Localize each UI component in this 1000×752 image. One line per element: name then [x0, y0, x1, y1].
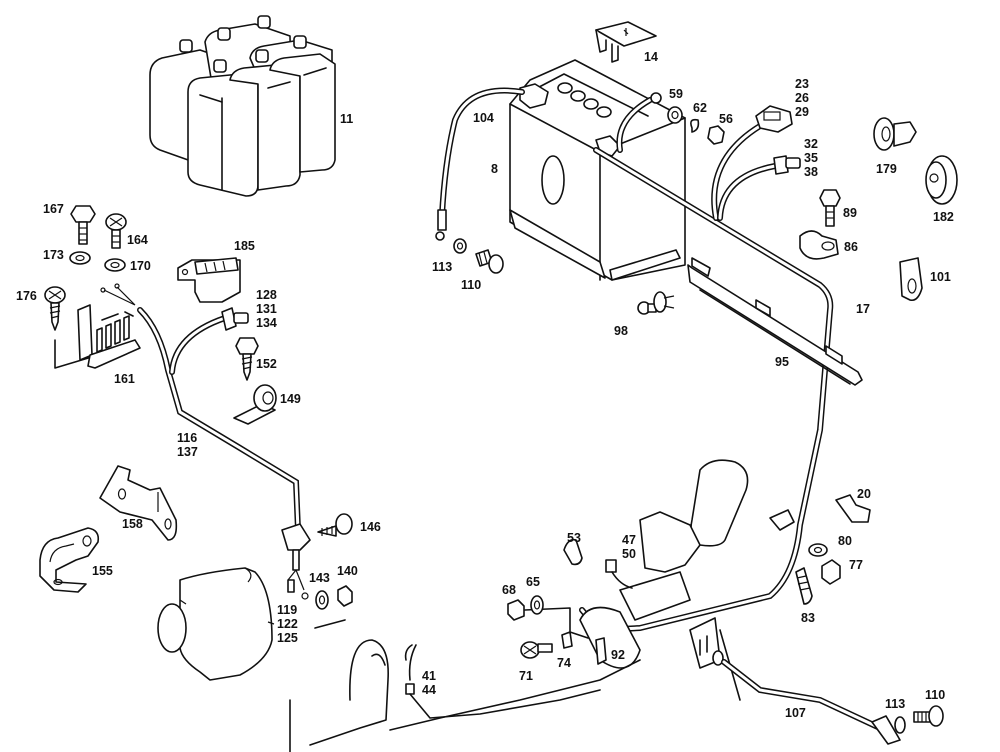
- label-86: 86: [844, 240, 858, 254]
- terminal-hardware-drawing: [616, 92, 725, 153]
- label-140: 140: [337, 564, 358, 578]
- battery-vent-caps: [557, 82, 612, 118]
- label-38: 38: [804, 165, 818, 179]
- label-62: 62: [693, 101, 707, 115]
- label-83: 83: [801, 611, 815, 625]
- label-14: 14: [644, 50, 658, 64]
- label-107: 107: [785, 706, 806, 720]
- label-71: 71: [519, 669, 533, 683]
- label-104: 104: [473, 111, 494, 125]
- battery-cells-drawing: [149, 15, 336, 197]
- label-161: 161: [114, 372, 135, 386]
- label-182: 182: [933, 210, 954, 224]
- label-74: 74: [557, 656, 571, 670]
- bracket-curved-drawing: [39, 527, 100, 593]
- label-59: 59: [669, 87, 683, 101]
- label-98: 98: [614, 324, 628, 338]
- label-26: 26: [795, 91, 809, 105]
- label-134: 134: [256, 316, 277, 330]
- label-65: 65: [526, 575, 540, 589]
- label-137: 137: [177, 445, 198, 459]
- label-20: 20: [857, 487, 871, 501]
- label-23: 23: [795, 77, 809, 91]
- label-128: 128: [256, 288, 277, 302]
- label-176: 176: [16, 289, 37, 303]
- label-113-strap: 113: [885, 697, 905, 711]
- battery-ground-fasteners-drawing: [453, 238, 504, 274]
- label-122: 122: [277, 617, 298, 631]
- label-95: 95: [775, 355, 789, 369]
- label-119: 119: [277, 603, 297, 617]
- battery-cell-caps: [179, 15, 307, 73]
- label-116: 116: [177, 431, 197, 445]
- ground-strap-drawing: [712, 650, 944, 745]
- connector-leads-drawing: [711, 105, 801, 221]
- label-68: 68: [502, 583, 516, 597]
- label-47: 47: [622, 533, 636, 547]
- label-80: 80: [838, 534, 852, 548]
- relay-drawing: [177, 257, 241, 303]
- starter-small-parts-drawing: [507, 538, 633, 665]
- label-35: 35: [804, 151, 818, 165]
- label-53: 53: [567, 531, 581, 545]
- fuse-holder-drawing: [77, 304, 141, 369]
- label-170: 170: [130, 259, 151, 273]
- cable-clamp-drawing: [799, 230, 839, 260]
- starter-motor-drawing: [389, 459, 749, 731]
- label-8: 8: [491, 162, 498, 176]
- label-29: 29: [795, 105, 809, 119]
- label-50: 50: [622, 547, 636, 561]
- label-110-strap: 110: [925, 688, 945, 702]
- label-173: 173: [43, 248, 64, 262]
- label-44: 44: [422, 683, 436, 697]
- label-158: 158: [122, 517, 143, 531]
- label-77: 77: [849, 558, 863, 572]
- tapping-screw-drawing: [235, 337, 259, 381]
- label-110-battery: 110: [461, 278, 481, 292]
- label-146: 146: [360, 520, 381, 534]
- label-32: 32: [804, 137, 818, 151]
- bracket-flat-drawing: [99, 465, 178, 541]
- label-143: 143: [309, 571, 330, 585]
- label-113-battery: 113: [432, 260, 452, 274]
- label-185: 185: [234, 239, 255, 253]
- engine-fragment-drawing: [289, 639, 413, 752]
- clip-hardware-drawing: [769, 494, 871, 605]
- label-17: 17: [856, 302, 870, 316]
- label-11: 11: [340, 112, 353, 126]
- label-101: 101: [930, 270, 951, 284]
- grommet-clip-drawing: [233, 384, 277, 425]
- part-labels: 11 8 14 17 20 23 26 29 32 35 38 41 44 47…: [16, 50, 954, 720]
- fasteners-left-drawing: [44, 205, 127, 369]
- label-89: 89: [843, 206, 857, 220]
- alternator-drawing: [157, 567, 275, 681]
- terminal-cover-drawing: [595, 21, 657, 63]
- label-152: 152: [256, 357, 277, 371]
- grommet-large-drawing: [925, 155, 958, 205]
- label-56: 56: [719, 112, 733, 126]
- expanding-rivet-drawing: [637, 291, 675, 315]
- ground-cable-battery-drawing: [435, 87, 525, 241]
- starter-lead-drawing: [405, 644, 601, 719]
- label-92: 92: [611, 648, 625, 662]
- label-125: 125: [277, 631, 298, 645]
- label-41: 41: [422, 669, 436, 683]
- label-164: 164: [127, 233, 148, 247]
- cable-duct-drawing: [687, 257, 863, 386]
- alternator-fasteners-drawing: [314, 513, 353, 629]
- label-155: 155: [92, 564, 113, 578]
- clamp-bolt-drawing: [819, 189, 841, 227]
- alternator-cable-drawing: [100, 283, 311, 600]
- grommet-round-drawing: [873, 117, 917, 151]
- label-131: 131: [256, 302, 277, 316]
- cable-holder-drawing: [899, 257, 923, 302]
- label-149: 149: [280, 392, 301, 406]
- label-167: 167: [43, 202, 64, 216]
- label-179: 179: [876, 162, 897, 176]
